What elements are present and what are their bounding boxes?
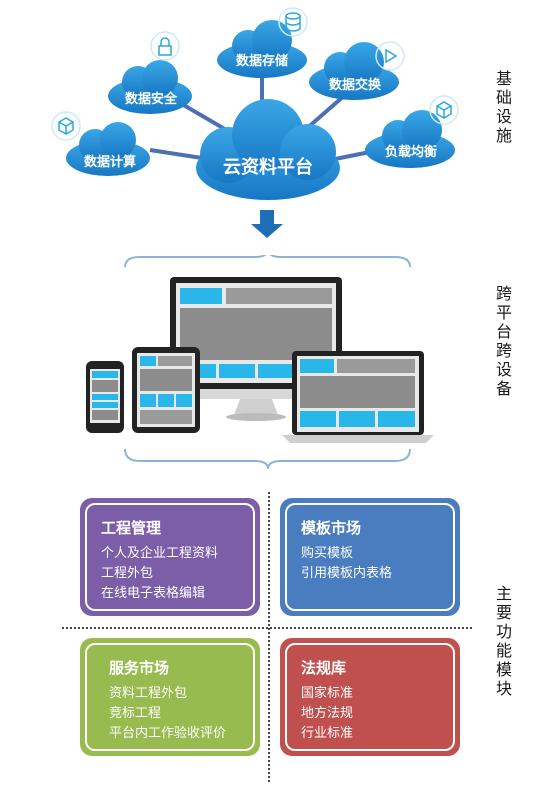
module-item: 资料工程外包 (109, 686, 188, 701)
module-item: 行业标准 (301, 726, 354, 741)
module-card-regulation[interactable]: 法规库 国家标准 地方法规 行业标准 (285, 643, 455, 751)
cloud-compute (66, 122, 150, 176)
module-item: 竞标工程 (109, 706, 162, 721)
box-icon (429, 95, 459, 125)
side-label-modules: 主要功能模块 (493, 585, 512, 699)
module-item: 国家标准 (301, 686, 354, 701)
module-item: 地方法规 (301, 706, 354, 721)
module-item: 平台内工作验收评价 (109, 726, 227, 741)
devices-illustration (86, 255, 434, 470)
module-card-service[interactable]: 服务市场 资料工程外包 竞标工程 平台内工作验收评价 (85, 643, 255, 751)
laptop-device (282, 351, 434, 443)
brace-bottom (124, 448, 411, 470)
phone-device (86, 361, 124, 433)
side-label-cross: 跨平台跨设备 (493, 285, 512, 399)
module-card-engineering[interactable]: 工程管理 个人及企业工程资料 工程外包 在线电子表格编辑 (85, 503, 255, 611)
database-icon (278, 7, 308, 37)
module-item: 引用模板内表格 (301, 566, 393, 581)
cloud-label-main: 云资料平台 (223, 157, 313, 178)
module-title: 工程管理 (101, 519, 162, 537)
module-title: 服务市场 (109, 659, 170, 677)
divider-vertical (268, 492, 270, 782)
module-title: 法规库 (301, 659, 347, 677)
cloud-label-security: 数据安全 (124, 92, 177, 107)
divider-horizontal (62, 627, 472, 629)
cube-icon (51, 111, 81, 141)
cloud-label-exchange: 数据交换 (328, 78, 381, 93)
module-item: 个人及企业工程资料 (101, 546, 219, 561)
cloud-label-storage: 数据存储 (235, 54, 288, 69)
arrow-down-icon (251, 210, 283, 238)
cloud-main (196, 99, 340, 200)
module-item: 购买模板 (301, 546, 354, 561)
cloud-label-balance: 负载均衡 (384, 145, 437, 160)
cloud-security (108, 60, 192, 114)
cloud-storage (217, 20, 307, 78)
lock-icon (150, 31, 180, 61)
side-label-infra: 基础设施 (493, 70, 512, 146)
cloud-diagram (51, 7, 459, 238)
module-item: 工程外包 (101, 566, 154, 581)
brace-top (124, 255, 411, 268)
module-item: 在线电子表格编辑 (101, 586, 206, 601)
module-card-template[interactable]: 模板市场 购买模板 引用模板内表格 (285, 503, 455, 611)
cloud-label-compute: 数据计算 (83, 155, 136, 170)
tablet-device (132, 347, 200, 433)
cloud-balance (365, 110, 455, 168)
cloud-exchange (309, 42, 399, 100)
play-icon (375, 41, 405, 71)
module-title: 模板市场 (301, 519, 362, 537)
